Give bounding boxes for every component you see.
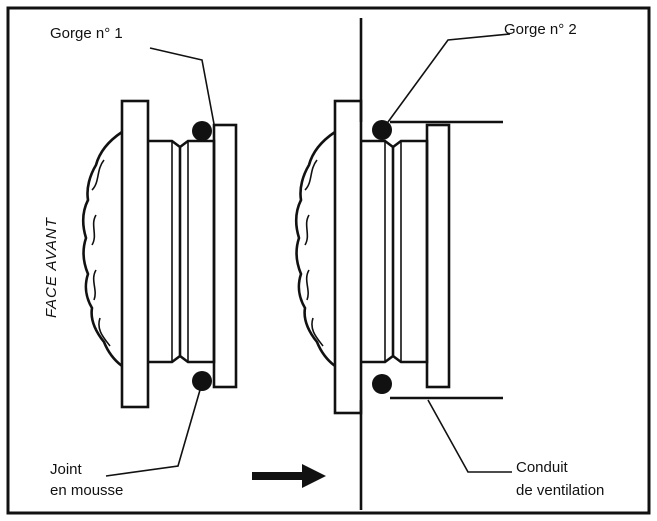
right-arrow-icon [252,464,326,488]
conduit-label-line2: de ventilation [516,482,604,499]
right-front-flange [333,99,363,415]
joint-label-line1: Joint [50,461,83,478]
left-body-outline [148,139,182,364]
gorge1-leader-line [149,47,215,125]
right-lamp-assembly [294,18,503,510]
left-lamp-assembly [81,99,238,409]
left-rear-ring [212,123,238,389]
conduit-label-line1: Conduit [516,459,569,476]
left-dome-outline [81,130,123,368]
gorge2-leader-line [387,33,511,123]
face-avant-label: FACE AVANT [43,216,60,318]
right-rear-ring [425,123,451,389]
left-front-flange [120,99,150,409]
right-body-step [392,139,429,364]
right-body-outline [361,139,395,364]
conduit-leader-line [427,399,512,473]
left-dome-ribs [91,159,111,347]
right-dome-outline [294,130,336,368]
joint-leader-line [105,389,201,477]
joint-label-line2: en mousse [50,482,123,499]
diagram-frame [6,6,651,515]
right-dome-ribs [304,159,324,347]
left-top-seal-icon [192,121,212,141]
left-bottom-seal-icon [192,371,212,391]
gorge2-label: Gorge n° 2 [504,21,577,38]
gorge1-label: Gorge n° 1 [50,25,123,42]
right-top-seal-icon [372,120,392,140]
left-body-step [179,139,216,364]
right-bottom-seal-icon [372,374,392,394]
